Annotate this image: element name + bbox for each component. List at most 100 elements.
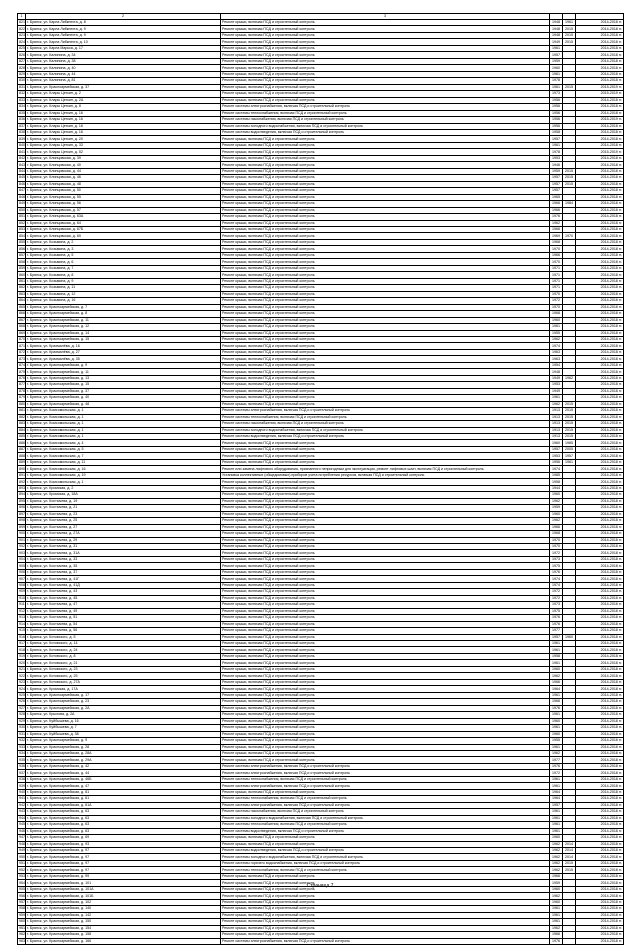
row-number: 822: [17, 25, 26, 33]
row-number: 880: [17, 400, 26, 409]
row-number: 883: [17, 420, 26, 428]
row-number: 937: [17, 769, 26, 777]
row-number: 956: [17, 892, 26, 900]
row-number: 902: [17, 542, 26, 551]
row-number: 931: [17, 730, 26, 739]
renovation-year-cell: [562, 937, 576, 945]
row-number: 858: [17, 258, 26, 266]
row-number: 943: [17, 808, 26, 816]
row-number: 826: [17, 51, 26, 59]
row-number: 850: [17, 206, 26, 215]
row-number: 851: [17, 213, 26, 221]
row-number: 834: [17, 103, 26, 111]
row-number: 948: [17, 840, 26, 849]
row-number: 932: [17, 736, 26, 745]
row-number: 866: [17, 310, 26, 318]
row-number: 873: [17, 355, 26, 363]
row-number: 857: [17, 251, 26, 260]
row-number: 855: [17, 238, 26, 247]
row-number: 925: [17, 691, 26, 700]
row-number: 845: [17, 174, 26, 182]
row-number: 904: [17, 555, 26, 564]
row-number: 874: [17, 361, 26, 370]
row-number: 867: [17, 316, 26, 325]
row-number: 928: [17, 711, 26, 719]
row-number: 832: [17, 90, 26, 98]
row-number: 870: [17, 335, 26, 344]
row-number: 934: [17, 749, 26, 758]
row-number: 853: [17, 225, 26, 234]
row-number: 841: [17, 148, 26, 156]
row-number: 913: [17, 614, 26, 622]
row-number: 837: [17, 122, 26, 131]
row-number: 910: [17, 594, 26, 603]
row-number: 903: [17, 549, 26, 557]
row-number: 906: [17, 568, 26, 577]
row-number: 893: [17, 484, 26, 493]
row-number: 912: [17, 607, 26, 616]
row-number: 945: [17, 821, 26, 829]
row-number: 924: [17, 685, 26, 693]
row-number: 859: [17, 264, 26, 273]
row-number: 856: [17, 245, 26, 253]
row-number: 842: [17, 154, 26, 163]
row-number: 897: [17, 510, 26, 519]
row-number: 900: [17, 529, 26, 538]
row-number: 918: [17, 646, 26, 654]
row-number: 927: [17, 704, 26, 713]
row-number: 920: [17, 659, 26, 667]
row-number: 840: [17, 141, 26, 150]
row-number: 861: [17, 277, 26, 286]
row-number: 886: [17, 439, 26, 447]
row-number: 871: [17, 342, 26, 350]
row-number: 892: [17, 478, 26, 486]
row-number: 951: [17, 859, 26, 868]
row-number: 958: [17, 905, 26, 913]
row-number: 877: [17, 381, 26, 389]
row-number: 944: [17, 814, 26, 823]
row-number: 843: [17, 161, 26, 169]
row-number: 949: [17, 846, 26, 855]
row-number: 950: [17, 853, 26, 861]
row-number: 952: [17, 866, 26, 874]
row-number: 831: [17, 83, 26, 92]
row-number: 941: [17, 795, 26, 803]
row-number: 962: [17, 931, 26, 939]
row-number: 888: [17, 452, 26, 460]
row-number: 926: [17, 698, 26, 706]
row-number: 864: [17, 297, 26, 305]
row-number: 899: [17, 523, 26, 532]
row-number: 823: [17, 31, 26, 40]
build-year-cell: 1976: [549, 937, 563, 945]
row-number: 961: [17, 924, 26, 933]
row-number: 875: [17, 368, 26, 376]
row-number: 882: [17, 413, 26, 422]
row-number: 939: [17, 782, 26, 790]
row-number: 911: [17, 601, 26, 609]
period-cell: 2014-2018 гг.: [575, 937, 624, 945]
row-number: 915: [17, 627, 26, 635]
row-number: 898: [17, 517, 26, 525]
row-number: 947: [17, 834, 26, 842]
row-number: 825: [17, 44, 26, 53]
row-number: 865: [17, 303, 26, 312]
row-number: 905: [17, 562, 26, 570]
page-footer: Страница 7: [306, 883, 334, 889]
row-number: 887: [17, 445, 26, 454]
row-number: 963: [17, 937, 26, 945]
row-number: 890: [17, 465, 26, 473]
row-number: 923: [17, 678, 26, 687]
row-number: 921: [17, 665, 26, 674]
row-number: 839: [17, 135, 26, 143]
row-number: 960: [17, 918, 26, 926]
row-number: 953: [17, 872, 26, 881]
